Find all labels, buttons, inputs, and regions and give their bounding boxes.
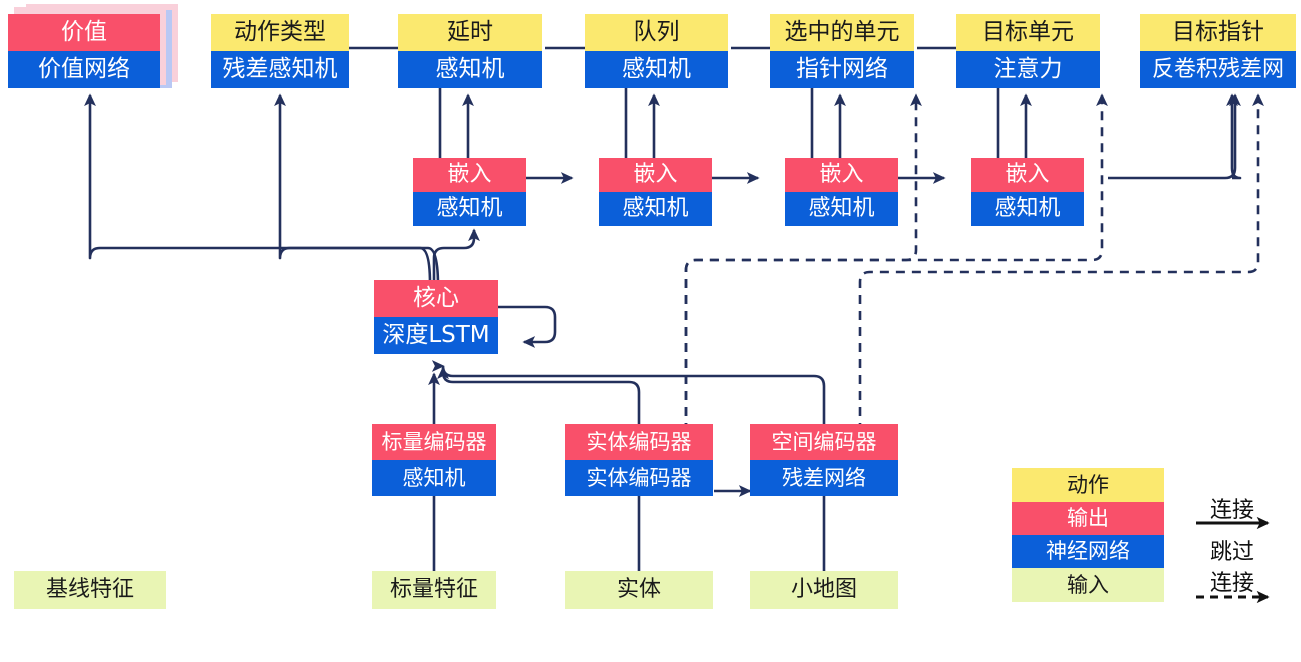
- node-embed-4-bottom: 感知机: [971, 192, 1084, 226]
- node-queue-bottom: 感知机: [585, 51, 728, 88]
- node-value-bottom: 价值网络: [8, 51, 160, 88]
- node-target-unit[interactable]: 目标单元 注意力: [956, 14, 1100, 88]
- node-target-unit-top: 目标单元: [956, 14, 1100, 51]
- node-delay[interactable]: 延时 感知机: [398, 14, 542, 88]
- node-spatial-encoder-bottom: 残差网络: [750, 460, 898, 496]
- input-baseline-features-label: 基线特征: [14, 571, 166, 609]
- edge-entity-encoder-to-core: [437, 366, 641, 424]
- node-entity-encoder[interactable]: 实体编码器 实体编码器: [565, 424, 713, 496]
- node-value[interactable]: 价值 价值网络: [8, 14, 160, 88]
- edge-spatial-encoder-skip-to-target-point: [858, 93, 1264, 432]
- node-spatial-encoder-top: 空间编码器: [750, 424, 898, 460]
- node-selected-units-top: 选中的单元: [770, 14, 914, 51]
- edge-core-to-embed1: [432, 228, 480, 280]
- legend-skip-connection-label-line2: 连接: [1209, 571, 1254, 596]
- legend-connection-label: 连接: [1209, 498, 1254, 523]
- node-scalar-encoder-top: 标量编码器: [372, 424, 496, 460]
- node-embed-3-top: 嵌入: [785, 158, 898, 192]
- node-scalar-encoder[interactable]: 标量编码器 感知机: [372, 424, 496, 496]
- node-embed-4[interactable]: 嵌入 感知机: [971, 158, 1084, 226]
- node-embed-2[interactable]: 嵌入 感知机: [599, 158, 712, 226]
- legend-swatch-action: 动作: [1012, 468, 1164, 502]
- node-target-point-bottom: 反卷积残差网: [1140, 51, 1296, 88]
- node-scalar-encoder-bottom: 感知机: [372, 460, 496, 496]
- input-scalar-features-label: 标量特征: [372, 571, 496, 609]
- node-queue[interactable]: 队列 感知机: [585, 14, 728, 88]
- node-spatial-encoder[interactable]: 空间编码器 残差网络: [750, 424, 898, 496]
- input-entities-label: 实体: [565, 571, 713, 609]
- legend-swatch-input: 输入: [1012, 568, 1164, 602]
- legend-swatches: 动作 输出 神经网络 输入: [1012, 468, 1164, 602]
- node-delay-bottom: 感知机: [398, 51, 542, 88]
- input-entities[interactable]: 实体: [565, 571, 713, 609]
- node-target-unit-bottom: 注意力: [956, 51, 1100, 88]
- legend-skip-connection-label-line1: 跳过: [1209, 540, 1254, 565]
- node-embed-1-bottom: 感知机: [413, 192, 526, 226]
- edge-core-self-loop: [498, 305, 557, 348]
- input-scalar-features[interactable]: 标量特征: [372, 571, 496, 609]
- node-selected-units[interactable]: 选中的单元 指针网络: [770, 14, 914, 88]
- node-entity-encoder-top: 实体编码器: [565, 424, 713, 460]
- edge-core-to-value: [84, 93, 432, 285]
- node-target-point-top: 目标指针: [1140, 14, 1296, 51]
- node-action-type-top: 动作类型: [211, 14, 349, 51]
- input-minimap[interactable]: 小地图: [750, 571, 898, 609]
- input-baseline-features[interactable]: 基线特征: [14, 571, 166, 609]
- node-embed-1[interactable]: 嵌入 感知机: [413, 158, 526, 226]
- legend-swatch-output: 输出: [1012, 502, 1164, 535]
- edge-embed4-to-target-pointer: [1226, 93, 1242, 180]
- edge-entity-encoder-skip-to-target-unit: [684, 93, 1108, 432]
- node-embed-1-top: 嵌入: [413, 158, 526, 192]
- node-core-bottom: 深度LSTM: [374, 317, 498, 354]
- node-action-type[interactable]: 动作类型 残差感知机: [211, 14, 349, 88]
- node-embed-2-bottom: 感知机: [599, 192, 712, 226]
- edge-entity-encoder-skip-to-selected: [684, 93, 922, 432]
- node-embed-3[interactable]: 嵌入 感知机: [785, 158, 898, 226]
- node-core[interactable]: 核心 深度LSTM: [374, 280, 498, 354]
- node-selected-units-bottom: 指针网络: [770, 51, 914, 88]
- node-delay-top: 延时: [398, 14, 542, 51]
- node-action-type-bottom: 残差感知机: [211, 51, 349, 88]
- node-embed-4-top: 嵌入: [971, 158, 1084, 192]
- node-queue-top: 队列: [585, 14, 728, 51]
- edge-spatial-encoder-to-core: [437, 364, 826, 424]
- legend-swatch-neural-network: 神经网络: [1012, 535, 1164, 568]
- node-target-point[interactable]: 目标指针 反卷积残差网: [1140, 14, 1296, 88]
- edge-target-pointer-feed: [1108, 93, 1241, 180]
- node-entity-encoder-bottom: 实体编码器: [565, 460, 713, 496]
- node-value-top: 价值: [8, 14, 160, 51]
- input-minimap-label: 小地图: [750, 571, 898, 609]
- node-embed-3-bottom: 感知机: [785, 192, 898, 226]
- node-core-top: 核心: [374, 280, 498, 317]
- node-embed-2-top: 嵌入: [599, 158, 712, 192]
